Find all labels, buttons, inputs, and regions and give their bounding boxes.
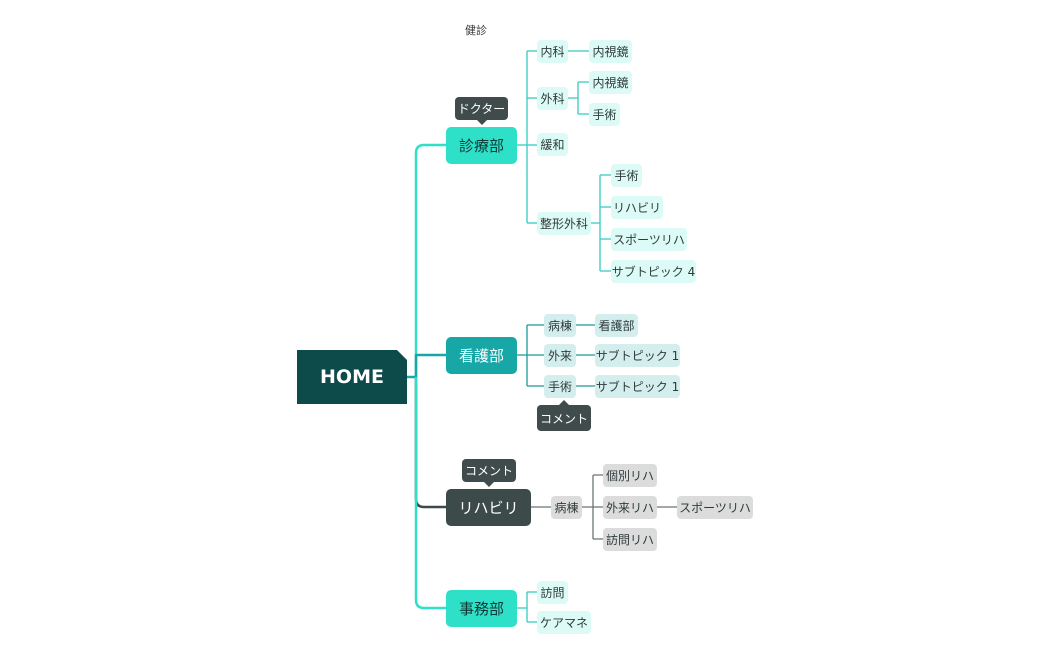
branch-jimu-label: 事務部 xyxy=(458,600,504,618)
branch-rihabiri[interactable]: リハビリ xyxy=(446,489,531,526)
topic-naika-naishikyo[interactable]: 内視鏡 xyxy=(589,40,632,63)
topic-seikei-rihabiri[interactable]: リハビリ xyxy=(611,196,663,219)
callout-kango-comment[interactable]: コメント xyxy=(537,400,591,431)
connector-line xyxy=(414,377,446,610)
topic-geka[interactable]: 外科 xyxy=(537,87,568,110)
callout-kango-comment-label: コメント xyxy=(539,411,588,426)
topic-seikei[interactable]: 整形外科 xyxy=(537,212,591,235)
topic-seikei-sports[interactable]: スポーツリハ xyxy=(611,228,687,251)
connector-line xyxy=(517,324,544,387)
callout-tail xyxy=(476,120,487,125)
connector-line xyxy=(576,324,595,387)
topic-rihabiri-gairai[interactable]: 外来リハ xyxy=(603,496,657,519)
branch-kango[interactable]: 看護部 xyxy=(446,337,517,374)
floating-topic-label[interactable]: 健診 xyxy=(465,24,487,37)
topic-naika[interactable]: 内科 xyxy=(537,40,568,63)
topic-jimu-caremane[interactable]: ケアマネ xyxy=(537,611,591,634)
callout-tail xyxy=(484,482,494,487)
topic-kango-gairai[interactable]: 外来 xyxy=(544,344,576,367)
topic-jimu-houmon[interactable]: 訪問 xyxy=(537,581,568,604)
topic-geka-shujutsu[interactable]: 手術 xyxy=(589,103,620,126)
callout-doctor[interactable]: ドクター xyxy=(455,97,508,125)
callout-tail xyxy=(559,400,569,405)
connector-line xyxy=(414,377,446,509)
root-topic-label: HOME xyxy=(320,366,384,388)
connector-line xyxy=(517,591,537,623)
topic-kanwa[interactable]: 緩和 xyxy=(537,133,568,156)
branch-kango-label: 看護部 xyxy=(458,347,504,365)
connector-line xyxy=(414,143,446,377)
topic-kango-byoto[interactable]: 病棟 xyxy=(544,314,576,337)
branch-shinryo[interactable]: 診療部 xyxy=(446,127,517,164)
topic-kango-gairai-subtopic[interactable]: サブトピック 1 xyxy=(595,344,680,367)
topic-seikei-subtopic[interactable]: サブトピック 4 xyxy=(611,260,696,283)
branch-rihabiri-label: リハビリ xyxy=(458,499,519,517)
topic-geka-naishikyo[interactable]: 内視鏡 xyxy=(589,71,632,94)
connector-line xyxy=(591,174,611,272)
callout-doctor-label: ドクター xyxy=(457,102,506,116)
topic-rihabiri-kobetsu[interactable]: 個別リハ xyxy=(603,464,657,487)
connector-line xyxy=(568,81,589,115)
topic-rihabiri-gairai-sports[interactable]: スポーツリハ xyxy=(677,496,753,519)
root-topic[interactable]: HOME xyxy=(297,350,407,404)
branch-shinryo-label: 診療部 xyxy=(458,137,504,155)
callout-rihabiri-comment-label: コメント xyxy=(464,464,513,478)
topic-kango-shujutsu-subtopic[interactable]: サブトピック 1 xyxy=(595,375,680,398)
topic-seikei-shujutsu[interactable]: 手術 xyxy=(611,164,642,187)
topic-kango-byoto-kangobu[interactable]: 看護部 xyxy=(595,314,638,337)
root-fold-corner xyxy=(397,350,407,360)
callout-rihabiri-comment[interactable]: コメント xyxy=(462,459,516,487)
connector-line xyxy=(414,353,446,377)
topic-rihabiri-houmon[interactable]: 訪問リハ xyxy=(603,528,657,551)
branch-jimu[interactable]: 事務部 xyxy=(446,590,517,627)
topic-kango-shujutsu[interactable]: 手術 xyxy=(544,375,576,398)
connector-line xyxy=(582,474,603,540)
topic-rihabiri-byoto[interactable]: 病棟 xyxy=(551,496,582,519)
